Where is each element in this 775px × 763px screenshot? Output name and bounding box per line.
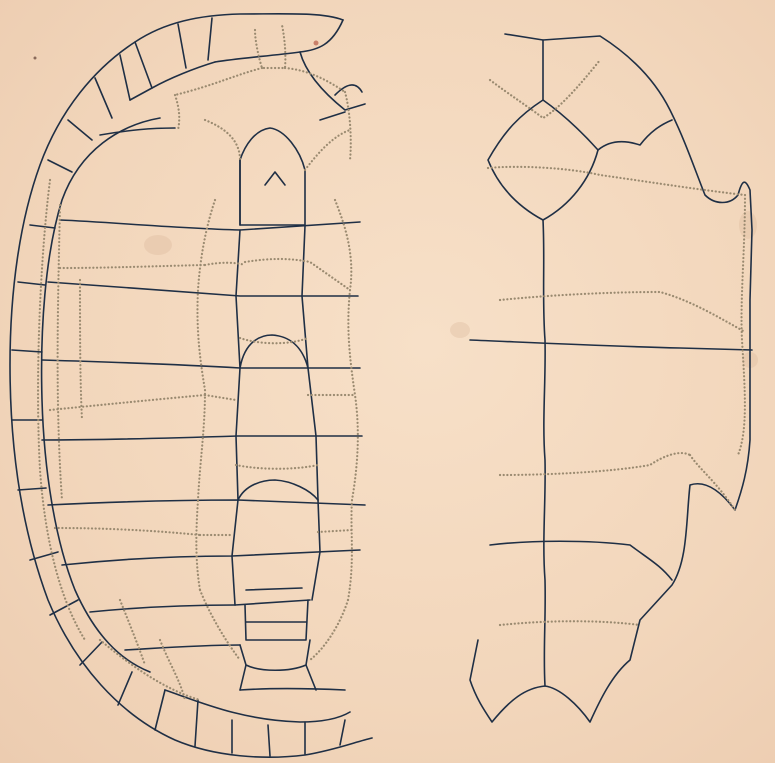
- foxing-spot: [314, 41, 319, 46]
- marginal-plates: [12, 18, 350, 756]
- scute-sulci: [38, 25, 358, 700]
- paper-stains: [34, 41, 759, 369]
- foxing-spot-2: [34, 57, 37, 60]
- plastron-midline: [543, 40, 545, 686]
- plastron-outline: [470, 34, 752, 722]
- nuchal-region: [215, 20, 365, 120]
- plastron-view: [470, 34, 752, 722]
- entoplastron: [488, 100, 598, 220]
- carapace-view: [10, 14, 372, 757]
- inner-margin-line: [42, 118, 160, 672]
- neural-plates: [232, 128, 345, 690]
